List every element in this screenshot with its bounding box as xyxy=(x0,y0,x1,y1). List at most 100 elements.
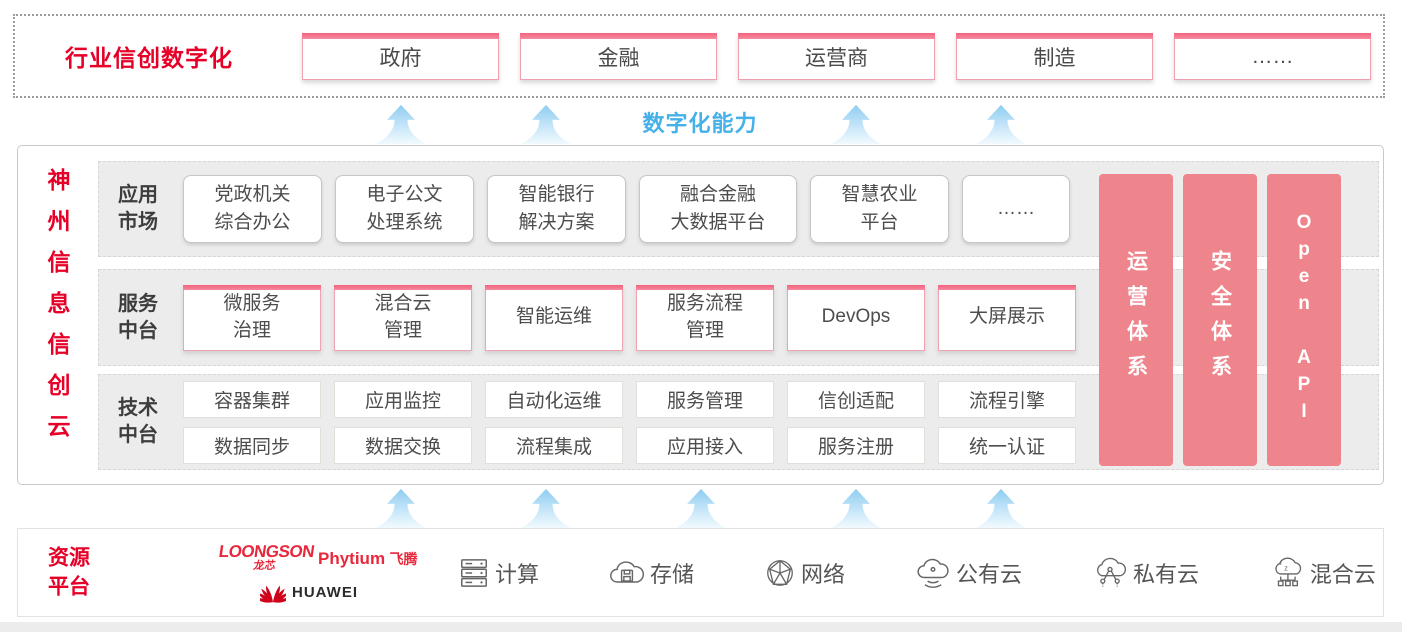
industry-section: 行业信创数字化 政府 金融 运营商 制造 …… xyxy=(13,14,1385,98)
tech-box: 应用接入 xyxy=(636,426,774,464)
tech-box-label: 服务管理 xyxy=(666,390,743,412)
tech-box: 流程引擎 xyxy=(938,380,1076,418)
capability-label: 数字化能力 xyxy=(642,111,758,136)
industry-row: 政府 金融 运营商 制造 …… xyxy=(302,33,1371,80)
pillar-operations: 运营体系 xyxy=(1099,174,1173,466)
resource-item-private-cloud: 私有云 xyxy=(1092,557,1199,589)
industry-label: 政府 xyxy=(379,46,422,70)
tech-box-label: 统一认证 xyxy=(968,436,1045,458)
platform-title: 神州信息信创云 xyxy=(44,168,70,455)
resource-item-storage: 存储 xyxy=(609,557,694,589)
up-arrow-icon xyxy=(375,104,427,145)
phytium-wordmark: Phytium xyxy=(318,549,386,568)
up-arrow-icon xyxy=(975,104,1027,145)
app-box-label: 电子公文 处理系统 xyxy=(366,184,443,233)
tech-box: 服务注册 xyxy=(787,426,925,464)
tech-box-label: 数据同步 xyxy=(213,436,290,458)
resource-item-public-cloud: 公有云 xyxy=(915,557,1022,589)
tech-box: 容器集群 xyxy=(183,380,321,418)
pillar-open-api: Open API xyxy=(1267,174,1341,466)
phytium-logo: Phytium 飞腾 xyxy=(318,549,418,569)
phytium-cn-label: 飞腾 xyxy=(389,551,418,567)
resource-item-hybrid-cloud: z z 混合云 xyxy=(1269,557,1376,589)
resource-item-compute: 计算 xyxy=(458,557,539,589)
tech-band-label: 技术 中台 xyxy=(118,397,158,446)
industry-box-operator: 运营商 xyxy=(738,33,935,80)
service-box-label: 服务流程 管理 xyxy=(666,292,743,341)
industry-box-finance: 金融 xyxy=(520,33,717,80)
resource-item-label: 私有云 xyxy=(1132,561,1199,587)
huawei-logo: HUAWEI xyxy=(260,581,358,603)
tech-box: 服务管理 xyxy=(636,380,774,418)
hybrid-cloud-icon: z z xyxy=(1275,557,1302,586)
resource-item-label: 公有云 xyxy=(955,561,1022,587)
loongson-wordmark: LOONGSON xyxy=(217,542,316,561)
up-arrow-icon xyxy=(830,104,882,145)
app-box-label: 党政机关 综合办公 xyxy=(214,184,291,233)
resource-item-label: 存储 xyxy=(649,561,694,587)
network-globe-icon xyxy=(767,559,793,586)
app-box: 智能银行 解决方案 xyxy=(487,175,626,243)
up-arrow-icon xyxy=(830,488,882,529)
tech-grid: 容器集群 应用监控 自动化运维 服务管理 信创适配 流程引擎 数据同步 数据交换… xyxy=(183,380,1076,464)
app-box: 电子公文 处理系统 xyxy=(335,175,474,243)
tech-box-label: 容器集群 xyxy=(213,390,290,412)
resource-item-label: 混合云 xyxy=(1309,561,1376,587)
industry-box-government: 政府 xyxy=(302,33,499,80)
huawei-wordmark: HUAWEI xyxy=(292,583,358,601)
service-box: 智能运维 xyxy=(485,284,623,351)
huawei-flower-icon xyxy=(260,585,286,603)
service-box: 服务流程 管理 xyxy=(636,284,774,351)
storage-cloud-icon xyxy=(610,560,645,583)
up-arrow-icon xyxy=(520,488,572,529)
app-box-label: …… xyxy=(997,198,1035,220)
resource-section-title: 资源 平台 xyxy=(48,546,90,599)
app-box-more: …… xyxy=(962,175,1070,243)
service-band-label: 服务 中台 xyxy=(118,292,158,342)
public-cloud-icon xyxy=(917,558,949,588)
loongson-cn-label: 龙芯 xyxy=(252,560,277,572)
tech-box-label: 服务注册 xyxy=(817,436,894,458)
resource-items: 计算 存储 网络 xyxy=(458,529,1376,616)
service-box-label: 大屏展示 xyxy=(968,306,1045,328)
up-arrow-icon xyxy=(975,488,1027,529)
svg-text:z: z xyxy=(1284,563,1288,572)
tech-box-label: 流程集成 xyxy=(515,436,592,458)
tech-box: 自动化运维 xyxy=(485,380,623,418)
tech-box: 数据交换 xyxy=(334,426,472,464)
tech-box-label: 应用监控 xyxy=(364,390,441,412)
service-box: 大屏展示 xyxy=(938,284,1076,351)
industry-label: …… xyxy=(1251,44,1294,68)
tech-box: 信创适配 xyxy=(787,380,925,418)
app-box: 智慧农业 平台 xyxy=(810,175,949,243)
industry-label: 制造 xyxy=(1033,46,1076,70)
app-box-label: 智能银行 解决方案 xyxy=(518,184,595,233)
resource-item-network: 网络 xyxy=(764,557,845,589)
svg-text:z: z xyxy=(1279,560,1282,565)
tech-box: 数据同步 xyxy=(183,426,321,464)
app-box-label: 智慧农业 平台 xyxy=(841,184,918,233)
tech-box-label: 流程引擎 xyxy=(968,390,1045,412)
pillar-security: 安全体系 xyxy=(1183,174,1257,466)
service-box-label: 智能运维 xyxy=(515,306,592,328)
app-box: 融合金融 大数据平台 xyxy=(639,175,797,243)
up-arrow-icon xyxy=(520,104,572,145)
resource-item-label: 计算 xyxy=(495,561,540,587)
platform-section: 神州信息信创云 应用 市场 党政机关 综合办公 电子公文 处理系统 智能银行 解… xyxy=(17,145,1384,485)
tech-row: 容器集群 应用监控 自动化运维 服务管理 信创适配 流程引擎 xyxy=(183,380,1076,418)
service-box: 微服务 治理 xyxy=(183,284,321,351)
service-box: 混合云 管理 xyxy=(334,284,472,351)
server-icon xyxy=(461,558,487,587)
private-cloud-icon xyxy=(1096,557,1126,586)
tech-box: 流程集成 xyxy=(485,426,623,464)
service-boxes: 微服务 治理 混合云 管理 智能运维 服务流程 管理 DevOps 大屏展示 xyxy=(183,284,1076,351)
industry-box-more: …… xyxy=(1174,33,1371,80)
loongson-logo: LOONGSON 龙芯 xyxy=(216,542,316,572)
app-market-label: 应用 市场 xyxy=(118,184,158,233)
industry-box-manufacturing: 制造 xyxy=(956,33,1153,80)
resource-item-label: 网络 xyxy=(800,561,845,587)
tech-row: 数据同步 数据交换 流程集成 应用接入 服务注册 统一认证 xyxy=(183,426,1076,464)
industry-label: 金融 xyxy=(597,46,640,70)
tech-box-label: 应用接入 xyxy=(666,436,743,458)
